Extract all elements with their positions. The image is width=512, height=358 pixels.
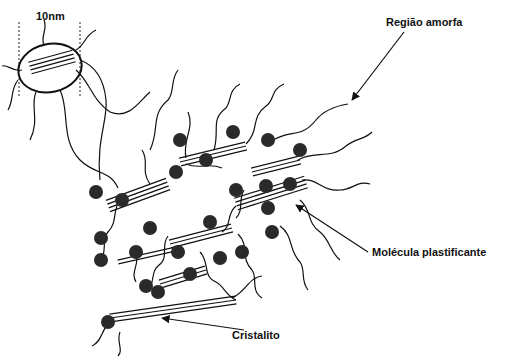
plasticizer-dot xyxy=(101,315,115,329)
lamella-stroke xyxy=(159,266,205,280)
crystallite-circle xyxy=(14,38,87,98)
lamella-stroke xyxy=(180,146,246,162)
amorphous-chains xyxy=(2,20,372,356)
lamella-stroke xyxy=(109,296,235,314)
lamella-stroke xyxy=(106,178,166,200)
plasticizer-dot xyxy=(171,245,185,259)
plasticizer-dot xyxy=(235,245,249,259)
plasticizer-dot xyxy=(129,245,143,259)
plasticizer-dot xyxy=(265,225,279,239)
scale-label: 10nm xyxy=(36,10,65,23)
lamella-stroke xyxy=(169,224,231,240)
lamella-stroke xyxy=(160,270,206,284)
plasticizer-dot xyxy=(203,215,217,229)
plasticizer-dot xyxy=(169,165,183,179)
lamella-stroke xyxy=(181,150,247,166)
plasticizer-dot xyxy=(259,179,273,193)
lamella-stroke xyxy=(110,300,236,318)
region-label: Região amorfa xyxy=(386,16,462,29)
plasticizer-label: Molécula plastificante xyxy=(372,246,486,259)
crystallite-lamellae xyxy=(28,50,307,322)
plasticizer-dot xyxy=(293,143,307,157)
plasticizer-dot xyxy=(115,193,129,207)
leader-arrows xyxy=(162,32,404,330)
plasticizer-dot xyxy=(143,221,157,235)
plasticizer-dot xyxy=(261,201,275,215)
plasticizer-molecules xyxy=(89,125,307,329)
plasticizer-dot xyxy=(89,185,103,199)
plasticizer-dot xyxy=(173,133,187,147)
lamella-stroke xyxy=(170,228,232,244)
plasticizer-dot xyxy=(213,251,227,265)
plasticizer-dot xyxy=(261,133,275,147)
plasticizer-dot xyxy=(94,231,108,245)
lamella-stroke xyxy=(253,164,301,176)
lamella-stroke xyxy=(110,190,170,212)
plasticizer-dot xyxy=(139,279,153,293)
plasticizer-dot xyxy=(283,177,297,191)
lamella-stroke xyxy=(234,176,304,198)
plasticizer-dot xyxy=(151,285,165,299)
lamella-stroke xyxy=(32,62,76,74)
plasticizer-dot xyxy=(183,267,197,281)
lamella-stroke xyxy=(118,246,180,260)
plasticizer-dot xyxy=(229,183,243,197)
lamella-stroke xyxy=(109,186,169,208)
lamella-stroke xyxy=(179,142,245,158)
crystallite-label: Cristalito xyxy=(232,329,280,342)
plasticizer-dot xyxy=(199,153,213,167)
plasticizer-dot xyxy=(226,125,240,139)
plasticizer-dot xyxy=(94,253,108,267)
